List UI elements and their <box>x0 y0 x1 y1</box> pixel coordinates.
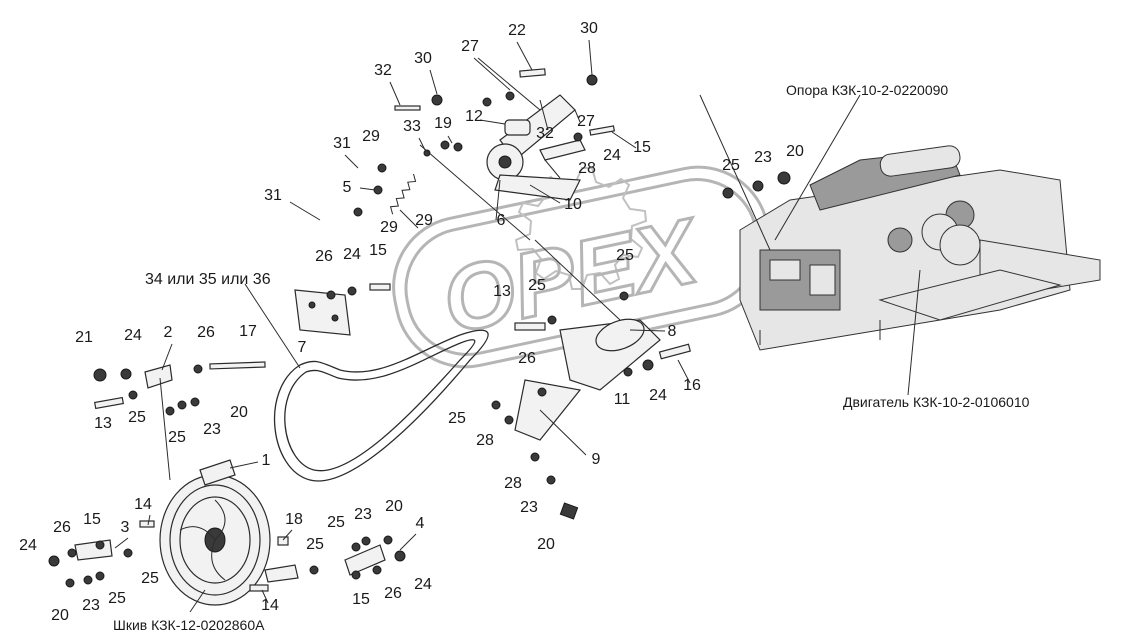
callout-28: 28 <box>476 432 494 449</box>
callout-31: 31 <box>264 187 282 204</box>
callout-27: 27 <box>577 113 595 130</box>
callout-6: 6 <box>497 212 506 229</box>
callout-7: 7 <box>298 339 307 356</box>
callout-25: 25 <box>448 410 466 427</box>
callout-11: 11 <box>614 391 631 408</box>
callout-13: 13 <box>493 283 511 300</box>
callout-22: 22 <box>508 22 526 39</box>
callout-4: 4 <box>416 515 425 532</box>
callout-2: 2 <box>164 324 173 341</box>
callout-18: 18 <box>285 511 303 528</box>
engine-illustration <box>739 145 1101 351</box>
callout-19: 19 <box>434 115 452 132</box>
bracket-7 <box>294 289 351 336</box>
callout-26: 26 <box>53 519 71 536</box>
callout-24: 24 <box>603 147 621 164</box>
idler-arm <box>514 318 661 441</box>
bracket-2 <box>144 364 173 389</box>
callout-30: 30 <box>580 20 598 37</box>
callout-21: 21 <box>75 329 93 346</box>
callout-32: 32 <box>536 125 554 142</box>
callout-33: 33 <box>403 118 421 135</box>
callout-23: 23 <box>82 597 100 614</box>
callout-25: 25 <box>141 570 159 587</box>
callout-25: 25 <box>722 157 740 174</box>
leader-engine <box>907 269 921 396</box>
callout-20: 20 <box>230 404 248 421</box>
callout-23: 23 <box>354 506 372 523</box>
callout-25: 25 <box>168 429 186 446</box>
bracket-lower <box>264 564 299 583</box>
leader-support <box>699 94 771 251</box>
callout-3: 3 <box>121 519 130 536</box>
callout-32: 32 <box>374 62 392 79</box>
bracket-3 <box>74 539 113 561</box>
callout-26: 26 <box>518 350 536 367</box>
callout-26: 26 <box>315 248 333 265</box>
callout-1: 1 <box>262 452 271 469</box>
callout-16: 16 <box>683 377 701 394</box>
callout-30: 30 <box>414 50 432 67</box>
label-pulley-assembly: Шкив КЗК-12-0202860А <box>113 617 265 633</box>
callout-23: 23 <box>203 421 221 438</box>
callout-23: 23 <box>520 499 538 516</box>
callout-25: 25 <box>128 409 146 426</box>
callout-29: 29 <box>380 219 398 236</box>
callout-20: 20 <box>786 143 804 160</box>
callout-25: 25 <box>306 536 324 553</box>
callout-9: 9 <box>592 451 601 468</box>
leader-lines <box>114 39 921 613</box>
bracket-4 <box>344 544 386 576</box>
callout-24: 24 <box>343 246 361 263</box>
callout-27: 27 <box>461 38 479 55</box>
callout-20: 20 <box>51 607 69 624</box>
label-engine-assembly: Двигатель КЗК-10-2-0106010 <box>843 394 1030 410</box>
callout-20: 20 <box>385 498 403 515</box>
callout-26: 26 <box>197 324 215 341</box>
callout-14: 14 <box>134 496 152 513</box>
label-support-assembly: Опора КЗК-10-2-0220090 <box>786 82 948 98</box>
callout-15: 15 <box>352 591 370 608</box>
label-belt-options: 34 или 35 или 36 <box>145 271 271 288</box>
pulley-wheel <box>159 459 271 606</box>
callout-24: 24 <box>124 327 142 344</box>
callout-10: 10 <box>564 196 582 213</box>
callout-25: 25 <box>528 277 546 294</box>
drive-belt <box>273 329 489 482</box>
callout-25: 25 <box>108 590 126 607</box>
callout-5: 5 <box>343 179 352 196</box>
callout-14: 14 <box>261 597 279 614</box>
callout-12: 12 <box>465 108 483 125</box>
callout-13: 13 <box>94 415 112 432</box>
callout-15: 15 <box>633 139 651 156</box>
callout-17: 17 <box>239 323 257 340</box>
leader-belt <box>244 283 301 369</box>
callout-15: 15 <box>83 511 101 528</box>
callout-24: 24 <box>649 387 667 404</box>
callout-28: 28 <box>504 475 522 492</box>
callout-24: 24 <box>19 537 37 554</box>
callout-24: 24 <box>414 576 432 593</box>
tension-spring <box>389 173 417 215</box>
callout-20: 20 <box>537 536 555 553</box>
tensioner-assembly <box>486 94 586 201</box>
fasteners <box>48 68 791 592</box>
callout-25: 25 <box>327 514 345 531</box>
callout-25: 25 <box>616 247 634 264</box>
leader-pulley <box>189 589 206 613</box>
callout-15: 15 <box>369 242 387 259</box>
callout-8: 8 <box>668 323 677 340</box>
callout-26: 26 <box>384 585 402 602</box>
callout-29: 29 <box>415 212 433 229</box>
callout-31: 31 <box>333 135 351 152</box>
callout-28: 28 <box>578 160 596 177</box>
callout-29: 29 <box>362 128 380 145</box>
callout-23: 23 <box>754 149 772 166</box>
watermark-gear <box>514 167 648 290</box>
